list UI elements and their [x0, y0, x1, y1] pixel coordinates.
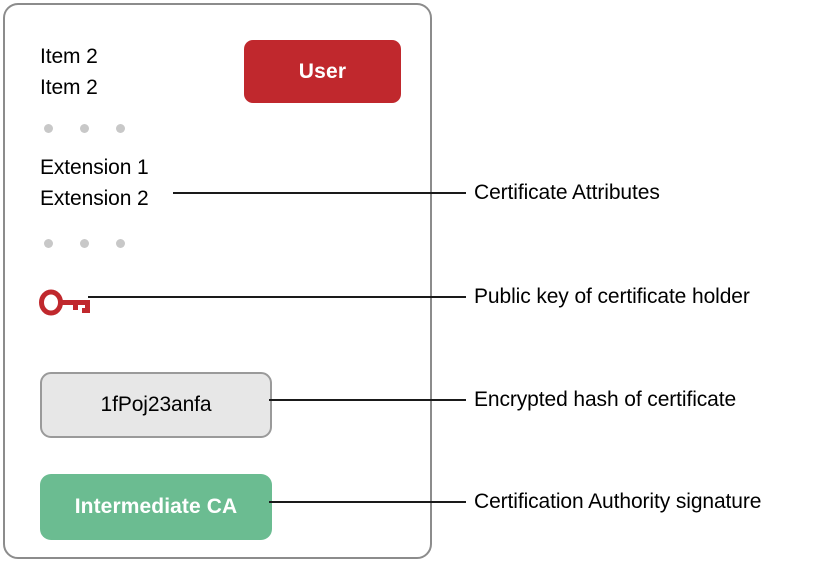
- key-icon-glyph: [39, 289, 90, 316]
- dot-icon: [44, 124, 53, 133]
- annotation-certificate-attributes: Certificate Attributes: [474, 181, 660, 204]
- dot-icon: [80, 239, 89, 248]
- certificate-item-line-2: Item 2: [40, 76, 98, 99]
- encrypted-hash-box: 1fPoj23anfa: [40, 372, 272, 438]
- dot-icon: [80, 124, 89, 133]
- leader-line-ca-signature: [269, 501, 466, 503]
- key-icon: [38, 288, 96, 318]
- user-badge: User: [244, 40, 401, 103]
- annotation-encrypted-hash: Encrypted hash of certificate: [474, 388, 737, 411]
- leader-line-certificate-attributes: [173, 192, 466, 194]
- annotation-public-key: Public key of certificate holder: [474, 285, 750, 308]
- certificate-extension-line-1: Extension 1: [40, 156, 149, 179]
- dot-icon: [116, 124, 125, 133]
- leader-line-encrypted-hash: [269, 399, 466, 401]
- dot-icon: [44, 239, 53, 248]
- ellipsis-dots-top: [44, 124, 125, 133]
- annotation-ca-signature: Certification Authority signature: [474, 490, 762, 513]
- certificate-card: Item 2 Item 2 Extension 1 Extension 2 Us…: [3, 3, 432, 559]
- ellipsis-dots-bottom: [44, 239, 125, 248]
- dot-icon: [116, 239, 125, 248]
- intermediate-ca-box: Intermediate CA: [40, 474, 272, 540]
- certificate-item-line-1: Item 2: [40, 45, 98, 68]
- leader-line-public-key: [88, 296, 466, 298]
- certificate-extension-line-2: Extension 2: [40, 187, 149, 210]
